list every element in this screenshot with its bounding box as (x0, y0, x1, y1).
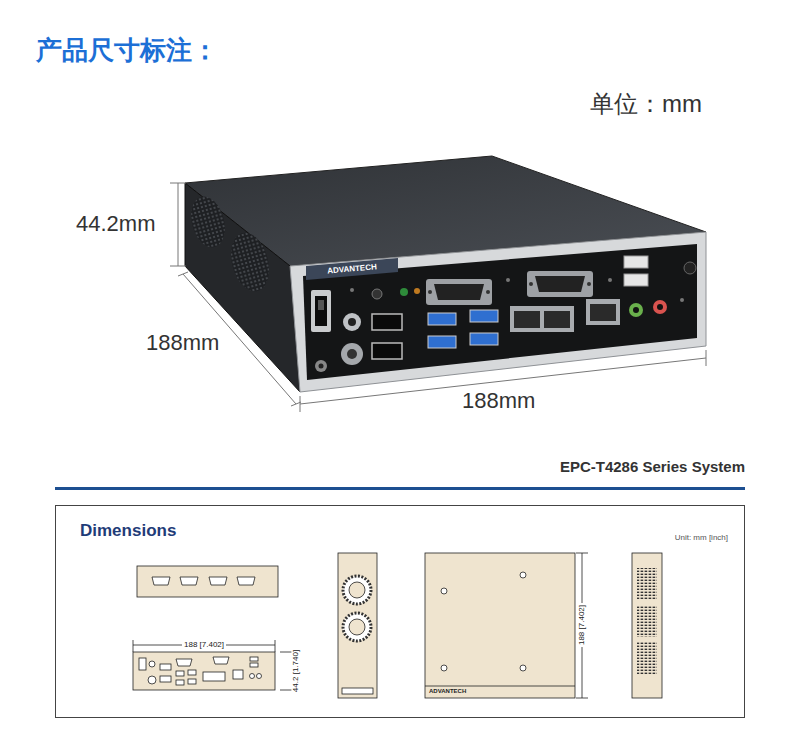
page-title: 产品尺寸标注： (36, 36, 218, 66)
unit-note: Unit: mm [inch] (675, 533, 728, 542)
dimensions-panel: DimensionsUnit: mm [inch] (55, 505, 745, 718)
dimension-label: 44.2mm (76, 211, 155, 236)
dimension-label: 188mm (146, 330, 219, 355)
blue-rule (55, 487, 745, 490)
unit-note: 单位：mm (590, 90, 702, 118)
device-photo (185, 156, 706, 392)
dimension-lines (170, 183, 706, 412)
dimension-label: 188 [7.402] (182, 640, 226, 649)
panel-heading: Dimensions (80, 521, 176, 541)
series-name: EPC-T4286 Series System (560, 458, 745, 475)
dimension-label: 188mm (462, 388, 535, 413)
dimension-label: 44.2 [1.740] (291, 648, 300, 694)
brand-logo: ADVANTECH (429, 688, 466, 695)
dimension-label: 188 [7.402] (577, 603, 586, 647)
dimension-drawings (133, 553, 662, 698)
